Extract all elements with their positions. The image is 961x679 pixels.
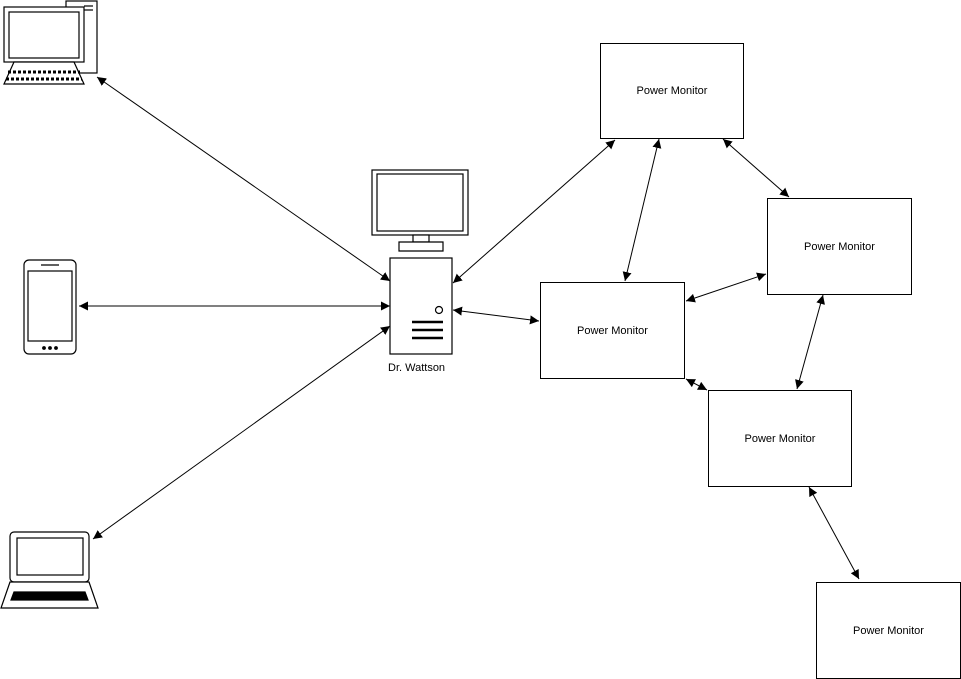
connectors: [79, 76, 860, 580]
connector-pm2-pm4: [795, 294, 825, 390]
server-tower-icon: [389, 257, 453, 355]
power-monitor-label: Power Monitor: [853, 624, 924, 637]
server-label: Dr. Wattson: [388, 362, 446, 374]
power-monitor-label: Power Monitor: [744, 432, 816, 445]
connector-pm1-pm3: [622, 138, 662, 282]
connector-pm4-pm5: [808, 486, 860, 580]
power-monitor-node: Power Monitor: [816, 582, 961, 679]
power-monitor-node: Power Monitor: [767, 198, 912, 295]
connector-desktop-server: [96, 76, 391, 282]
power-monitor-label: Power Monitor: [636, 85, 708, 97]
connector-pm1-pm2: [722, 138, 790, 198]
connector-server-pm1: [452, 139, 616, 284]
connector-server-pm3: [452, 306, 540, 325]
connector-laptop-server: [92, 325, 391, 540]
power-monitor-node: Power Monitor: [708, 390, 852, 487]
connector-pm3-pm4: [685, 378, 708, 391]
laptop-icon: [0, 531, 99, 609]
desktop-computer-icon: [3, 0, 98, 85]
power-monitor-label: Power Monitor: [577, 324, 648, 337]
power-monitor-label: Power Monitor: [804, 240, 875, 253]
power-monitor-node: Power Monitor: [600, 43, 744, 139]
power-monitor-node: Power Monitor: [540, 282, 685, 379]
server-monitor-icon: [371, 169, 469, 252]
connector-pm2-pm3: [685, 272, 767, 303]
smartphone-icon: [23, 259, 77, 355]
